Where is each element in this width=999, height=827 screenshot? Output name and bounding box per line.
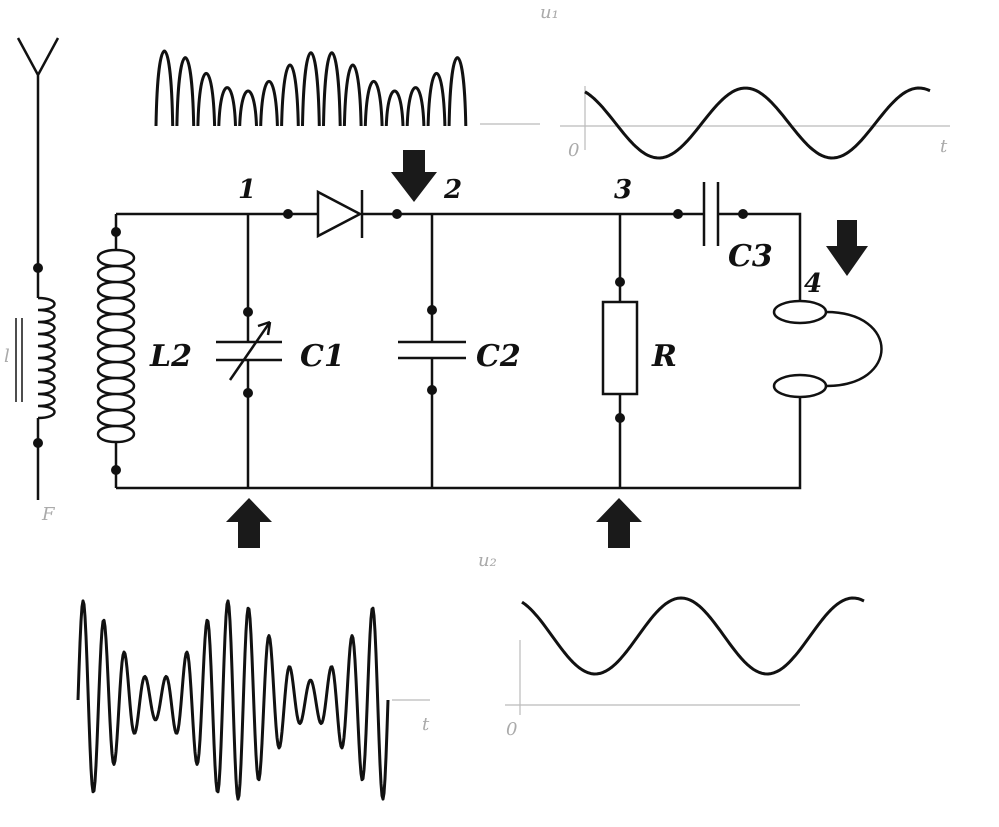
arrow-icon [826,220,868,276]
primary-coil [15,268,56,500]
capacitor-c2 [398,305,466,395]
node-2-label: 2 [443,175,462,205]
variable-capacitor-c1 [216,307,282,398]
audio-waveform-top [584,86,931,160]
top-graph-origin-label: 0 [568,140,579,161]
antenna-icon [16,37,60,268]
coil-bottom-label: F [41,504,56,525]
coupling-coil-label: l [4,346,10,367]
main-wiring [114,212,802,490]
c2-label: C2 [476,339,521,374]
l2-label: L2 [149,339,192,374]
headphones-icon [772,299,883,399]
resistor-r [601,277,639,423]
audio-graph-top [560,86,950,160]
top-graph-t-label: t [940,136,948,157]
node-4-label: 4 [804,269,822,299]
c3-label: C3 [728,239,773,274]
capacitor-c3 [673,182,748,246]
arrow-icon [391,150,437,202]
antenna-junction-bottom [33,438,43,448]
node-3-label: 3 [614,175,632,205]
c1-label: C1 [300,339,345,374]
audio-waveform-bottom [521,596,865,676]
diode-terminal-right [392,209,402,219]
node-1-label: 1 [238,175,256,205]
arrow-icon [226,498,272,548]
rectified-signal-waveform [154,49,468,127]
bottom-graph-y-label: u₂ [478,550,497,571]
diode-icon [288,189,397,239]
bottom-left-t-label: t [422,714,430,735]
audio-graph-bottom [505,596,865,715]
bottom-graph-origin-label: 0 [506,719,517,740]
top-graph-y-label: u₁ [540,2,559,23]
r-label: R [651,339,677,374]
arrow-icon [596,498,642,548]
inductor-l2 [96,227,136,475]
modulated-signal-waveform [76,599,390,801]
